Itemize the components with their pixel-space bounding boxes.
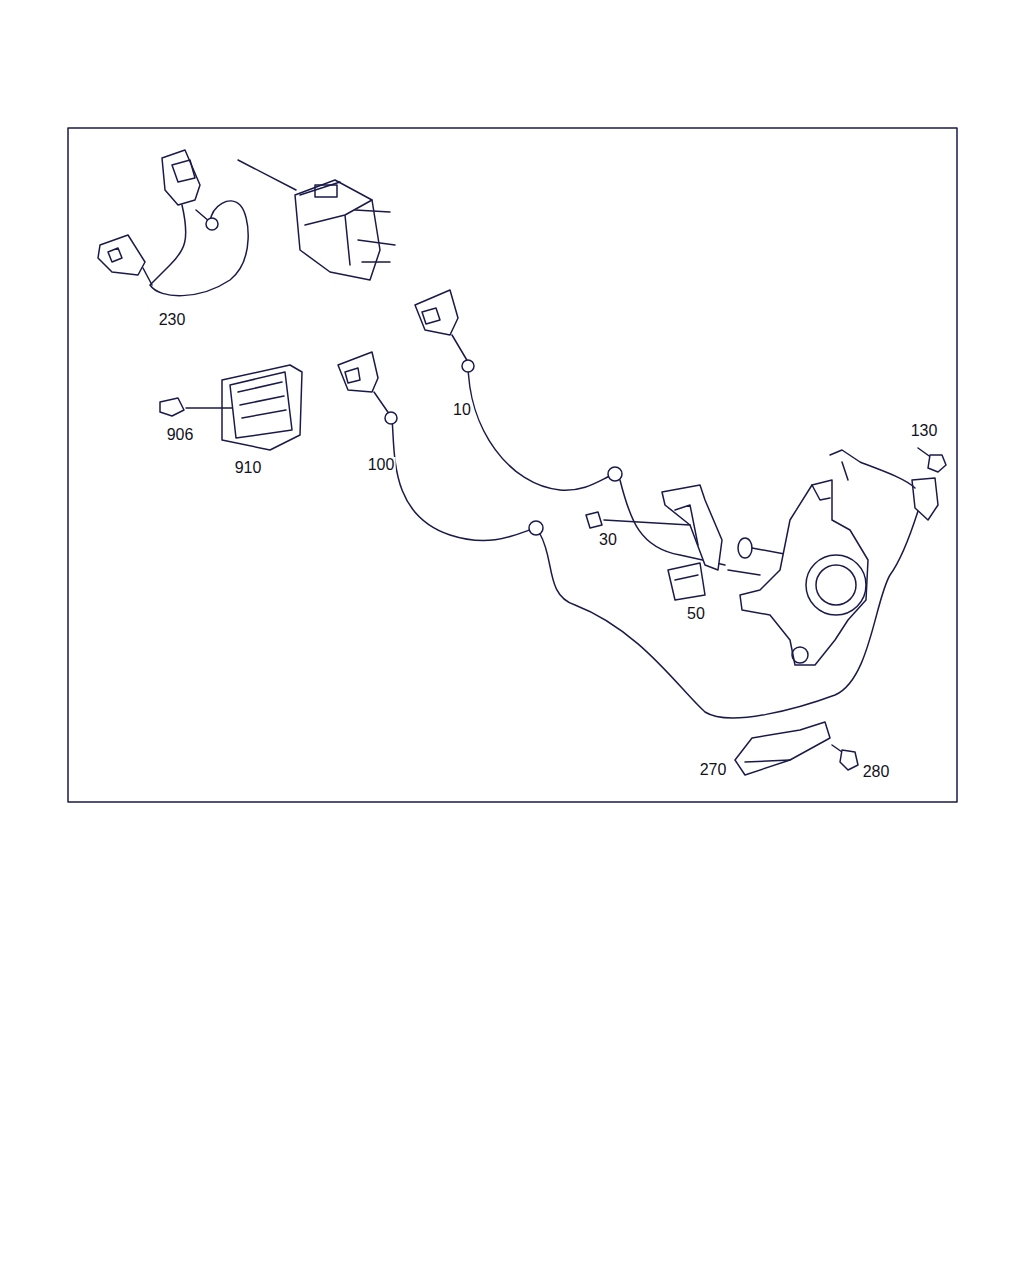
- sensor-bracket: [586, 485, 790, 600]
- callout-number: 230: [158, 312, 187, 328]
- heat-shield-270: [735, 722, 858, 775]
- sensor-cable-230: [98, 150, 296, 296]
- callout-number: 280: [862, 764, 891, 780]
- callout-number: 270: [699, 762, 728, 778]
- callout-number: 130: [910, 423, 939, 439]
- callout-number: 50: [686, 606, 706, 622]
- steering-knuckle: [740, 480, 868, 665]
- callout-number: 910: [234, 460, 263, 476]
- callout-number: 10: [452, 402, 472, 418]
- callout-number: 906: [166, 427, 195, 443]
- callout-number: 30: [598, 532, 618, 548]
- bolt-130: [918, 448, 946, 472]
- control-module: [295, 180, 395, 280]
- sensor-cable-100: [338, 352, 938, 718]
- sensor-cable-10: [415, 290, 725, 565]
- connector-block-910: [160, 365, 302, 450]
- callout-number: 100: [367, 457, 396, 473]
- frame: [68, 128, 957, 802]
